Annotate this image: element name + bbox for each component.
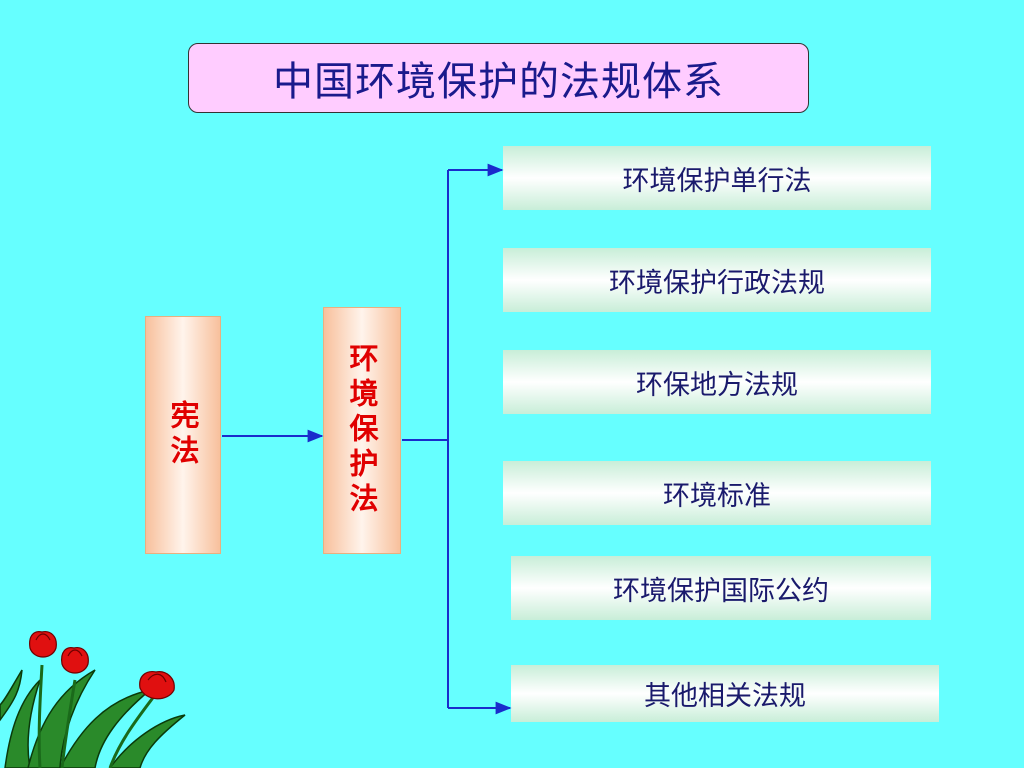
category-label-1: 环境保护单行法 [622, 165, 812, 197]
category-label-2: 环境保护行政法规 [609, 267, 825, 299]
category-label-4: 环境标准 [663, 480, 771, 512]
constitution-label: 宪法 [166, 400, 200, 470]
diagram-title: 中国环境保护的法规体系 [273, 59, 724, 105]
category-box-5: 环境保护国际公约 [511, 556, 931, 620]
diagram-title-box: 中国环境保护的法规体系 [188, 43, 809, 113]
category-label-6: 其他相关法规 [644, 681, 806, 712]
constitution-box: 宪法 [145, 316, 221, 554]
category-box-2: 环境保护行政法规 [503, 248, 931, 312]
category-label-5: 环境保护国际公约 [613, 575, 829, 607]
category-box-3: 环保地方法规 [503, 350, 931, 414]
category-box-6: 其他相关法规 [511, 665, 939, 722]
environmental-protection-law-box: 环境保护法 [323, 307, 401, 554]
category-box-1: 环境保护单行法 [503, 146, 931, 210]
environmental-protection-law-label: 环境保护法 [345, 343, 379, 518]
category-label-3: 环保地方法规 [636, 369, 798, 401]
category-box-4: 环境标准 [503, 461, 931, 525]
